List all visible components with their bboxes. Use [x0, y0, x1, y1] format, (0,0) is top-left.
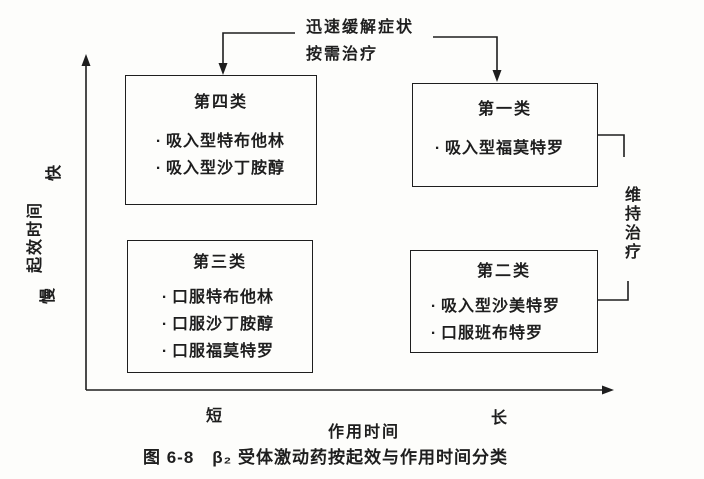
drug-item: ·吸入型福莫特罗 — [431, 135, 597, 162]
figure-caption: 图 6-8 β₂ 受体激动药按起效与作用时间分类 — [143, 448, 508, 467]
bracket-category-2 — [598, 281, 629, 301]
y-axis-slow-label: 慢 — [40, 286, 57, 305]
top-annotation: 迅速缓解症状 按需治疗 — [306, 14, 414, 68]
bullet-icon: · — [430, 298, 438, 315]
category-3-box: 第三类 ·口服特布他林 ·口服沙丁胺醇 ·口服福莫特罗 — [127, 240, 313, 373]
bracket-category-1 — [598, 134, 625, 157]
drug-item: ·吸入型沙丁胺醇 — [152, 155, 316, 182]
connector-left-arrowhead — [218, 63, 228, 75]
bullet-icon: · — [161, 316, 169, 333]
connector-right — [433, 36, 498, 76]
drug-item: ·吸入型沙美特罗 — [427, 293, 597, 320]
x-axis-label: 作用时间 — [328, 424, 401, 441]
drug-item: ·口服班布特罗 — [427, 320, 597, 347]
x-axis-long-label: 长 — [491, 410, 510, 427]
maintenance-annotation: 维持治疗 — [622, 186, 639, 262]
drug-item: ·吸入型特布他林 — [152, 128, 316, 155]
top-annotation-line2: 按需治疗 — [306, 46, 379, 63]
bullet-icon: · — [155, 133, 163, 150]
x-axis-arrowhead — [602, 385, 614, 395]
category-4-box: 第四类 ·吸入型特布他林 ·吸入型沙丁胺醇 — [125, 75, 317, 205]
category-title: 第一类 — [477, 101, 532, 118]
y-axis-fast-label: 快 — [46, 163, 63, 182]
bullet-icon: · — [155, 160, 163, 177]
drug-item: ·口服特布他林 — [158, 284, 312, 311]
connector-right-arrowhead — [492, 70, 502, 82]
category-2-box: 第二类 ·吸入型沙美特罗 ·口服班布特罗 — [410, 250, 598, 353]
category-title: 第三类 — [192, 254, 247, 271]
drug-item: ·口服福莫特罗 — [158, 338, 312, 365]
category-title: 第四类 — [193, 94, 248, 111]
top-annotation-line1: 迅速缓解症状 — [306, 19, 415, 36]
bullet-icon: · — [161, 289, 169, 306]
connector-left — [222, 32, 295, 69]
x-axis-short-label: 短 — [206, 408, 225, 425]
category-1-box: 第一类 ·吸入型福莫特罗 — [412, 83, 598, 187]
bullet-icon: · — [434, 140, 442, 157]
category-title: 第二类 — [476, 263, 531, 280]
y-axis-label: 起效时间 — [27, 201, 44, 274]
bullet-icon: · — [430, 325, 438, 342]
bullet-icon: · — [161, 343, 169, 360]
drug-item: ·口服沙丁胺醇 — [158, 311, 312, 338]
y-axis-arrowhead — [81, 54, 91, 66]
